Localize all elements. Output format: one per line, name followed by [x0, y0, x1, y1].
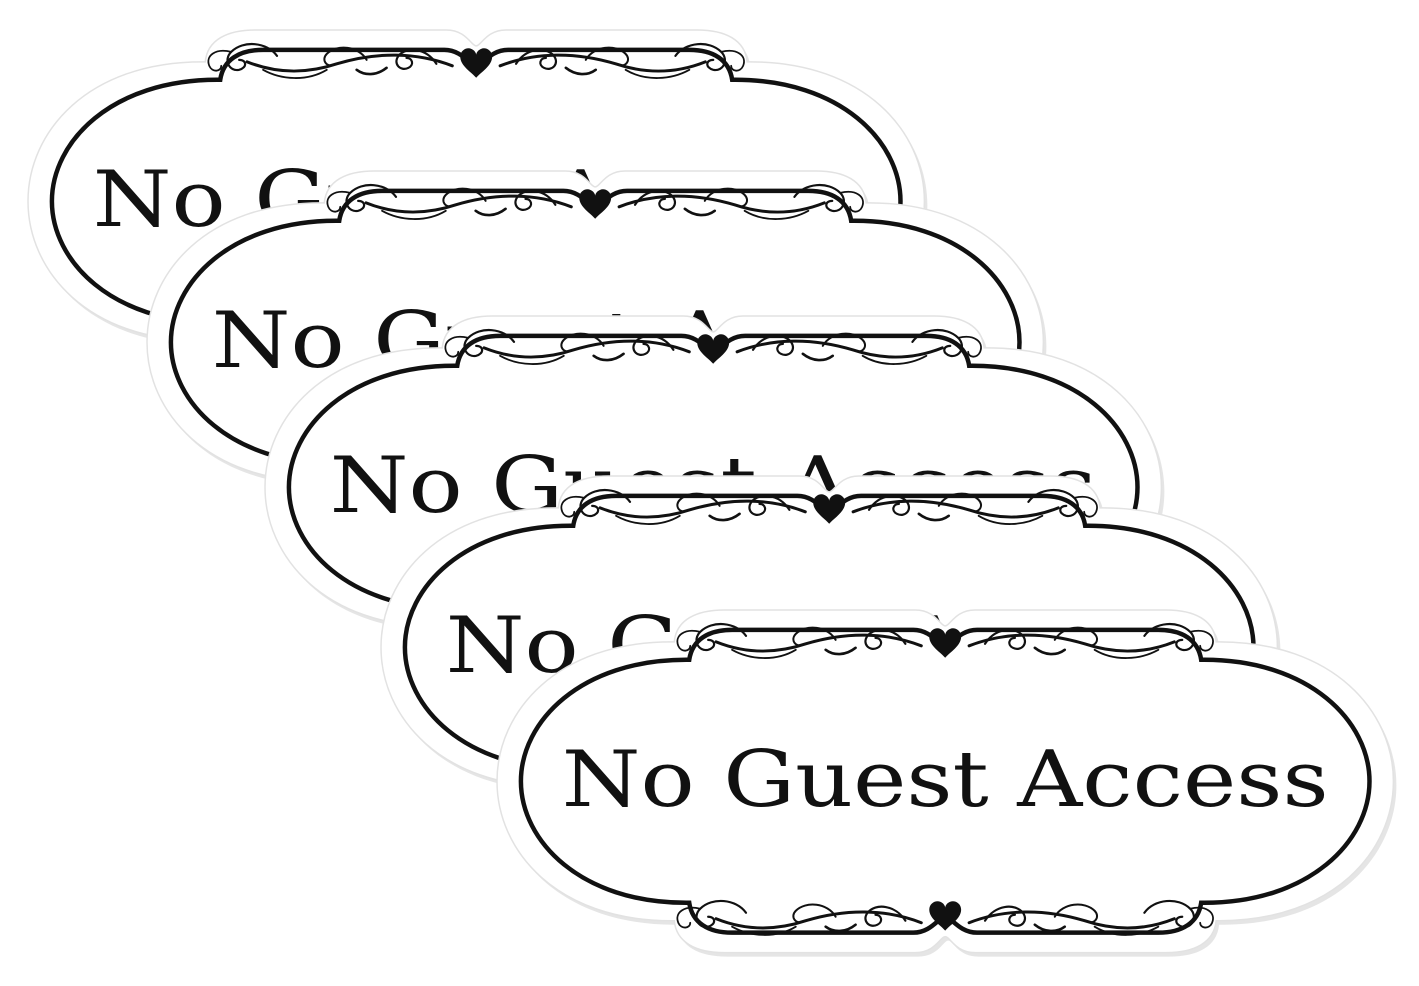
sign-label: No Guest Access [562, 735, 1329, 825]
sign-5: No Guest Access [496, 609, 1397, 957]
